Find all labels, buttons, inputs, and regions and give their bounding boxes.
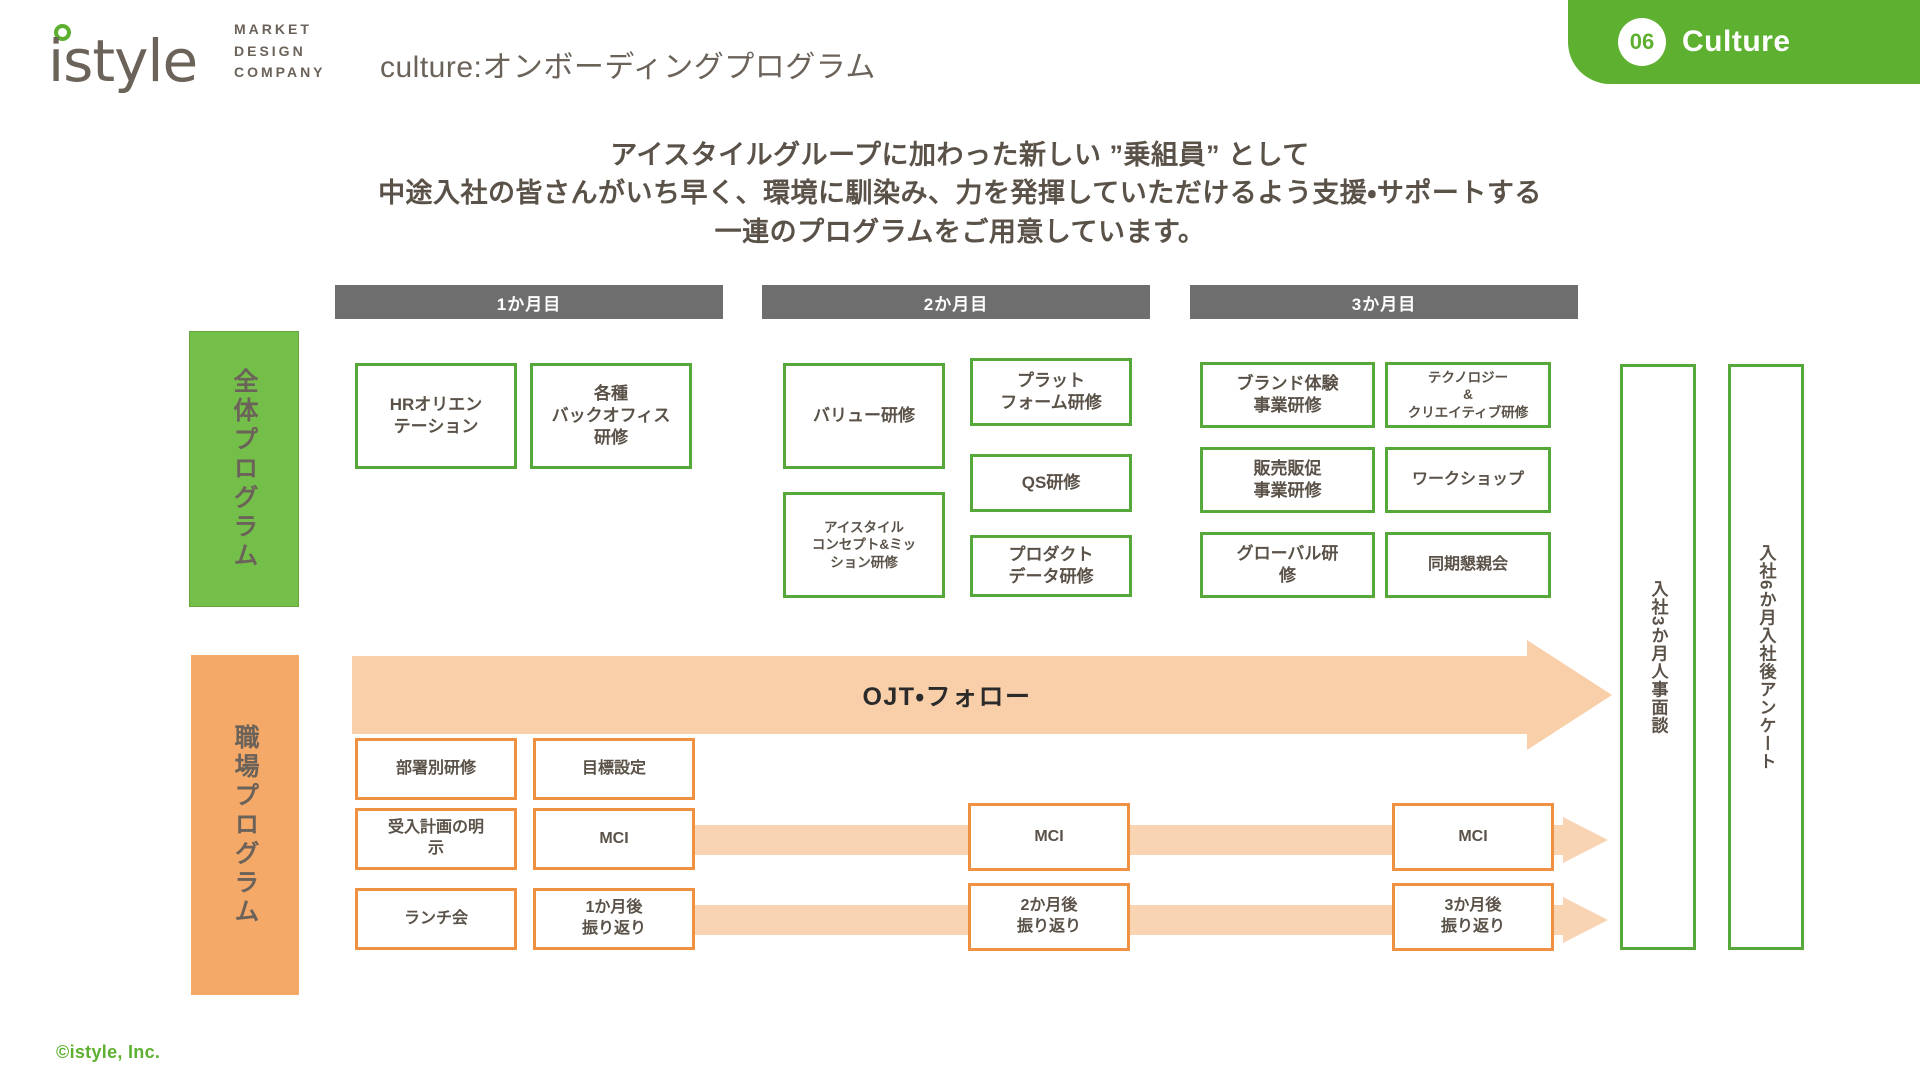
lead-line-2: 中途入社の皆さんがいち早く、環境に馴染み、力を発揮していただけるよう支援・サポー… (378, 178, 1542, 209)
program-box-brand-experience-training[interactable]: ブランド体験事業研修 (1200, 362, 1375, 428)
program-box-platform-training[interactable]: プラットフォーム研修 (970, 358, 1132, 426)
month-header-2: 2か月目 (762, 285, 1150, 319)
workplace-box-lookback-3month[interactable]: 3か月後振り返り (1392, 883, 1554, 951)
rail-overall-program: 全体プログラム (189, 331, 299, 607)
milestone-card-6month-survey[interactable]: 入社6か月入社後アンケート (1728, 364, 1804, 950)
workplace-box-mci-1[interactable]: MCI (533, 808, 695, 870)
program-box-hr-orientation[interactable]: HRオリエンテーション (355, 363, 517, 469)
program-box-concept-mission-training[interactable]: アイスタイルコンセプト&ミッション研修 (783, 492, 945, 598)
workplace-box-goal-setting[interactable]: 目標設定 (533, 738, 695, 800)
ojt-follow-label: OJT・フォロー (862, 683, 1032, 711)
logo-dot-icon (54, 24, 71, 41)
program-box-product-data-training[interactable]: プロダクトデータ研修 (970, 535, 1132, 597)
workplace-box-mci-2[interactable]: MCI (968, 803, 1130, 871)
workplace-box-lookback-2month[interactable]: 2か月後振り返り (968, 883, 1130, 951)
logo-tagline-line-2: DESIGN (234, 42, 306, 59)
program-box-backoffice-training[interactable]: 各種バックオフィス研修 (530, 363, 692, 469)
logo-mark: istyle (48, 18, 218, 90)
program-box-sales-promotion-training[interactable]: 販売販促事業研修 (1200, 447, 1375, 513)
section-number: 06 (1618, 18, 1666, 66)
milestone-card-6month-survey-label: 入社6か月入社後アンケート (1756, 543, 1776, 771)
rail-overall-program-label: 全体プログラム (230, 367, 258, 571)
page-title: culture:オンボーディングプログラム (380, 51, 876, 84)
logo-wordmark: istyle (48, 27, 198, 95)
workplace-box-lookback-1month[interactable]: 1か月後振り返り (533, 888, 695, 950)
program-box-value-training[interactable]: バリュー研修 (783, 363, 945, 469)
month-header-3: 3か月目 (1190, 285, 1578, 319)
logo-tagline: MARKET DESIGN COMPANY (234, 19, 326, 90)
workplace-box-mci-3[interactable]: MCI (1392, 803, 1554, 871)
milestone-card-3month-hr-interview[interactable]: 入社3か月人事面談 (1620, 364, 1696, 950)
logo-tagline-line-1: MARKET (234, 20, 312, 37)
lead-line-1: アイスタイルグループに加わった新しい ”乗組員” として (610, 140, 1310, 170)
milestone-card-3month-hr-interview-label: 入社3か月人事面談 (1648, 579, 1668, 735)
lead-paragraph: アイスタイルグループに加わった新しい ”乗組員” として 中途入社の皆さんがいち… (0, 136, 1920, 251)
istyle-logo: istyle MARKET DESIGN COMPANY (48, 18, 326, 90)
ojt-follow-arrow (352, 640, 1612, 750)
program-box-global-training[interactable]: グローバル研修 (1200, 532, 1375, 598)
rail-workplace-program: 職場プログラム (191, 655, 299, 995)
section-label: Culture (1682, 25, 1791, 58)
program-box-qs-training[interactable]: QS研修 (970, 454, 1132, 512)
program-box-workshop[interactable]: ワークショップ (1385, 447, 1551, 513)
workplace-box-lunch-meeting[interactable]: ランチ会 (355, 888, 517, 950)
program-box-technology-creative-training[interactable]: テクノロジー&クリエイティブ研修 (1385, 362, 1551, 428)
section-badge: 06 Culture (1568, 0, 1920, 84)
rail-workplace-program-label: 職場プログラム (231, 723, 259, 927)
copyright-footer: ©istyle, Inc. (56, 1042, 161, 1062)
program-box-peer-social[interactable]: 同期懇親会 (1385, 532, 1551, 598)
lead-line-3: 一連のプログラムをご用意しています。 (714, 216, 1206, 247)
month-header-1: 1か月目 (335, 285, 723, 319)
workplace-box-department-training[interactable]: 部署別研修 (355, 738, 517, 800)
workplace-box-acceptance-plan[interactable]: 受入計画の明示 (355, 808, 517, 870)
logo-tagline-line-3: COMPANY (234, 64, 326, 81)
